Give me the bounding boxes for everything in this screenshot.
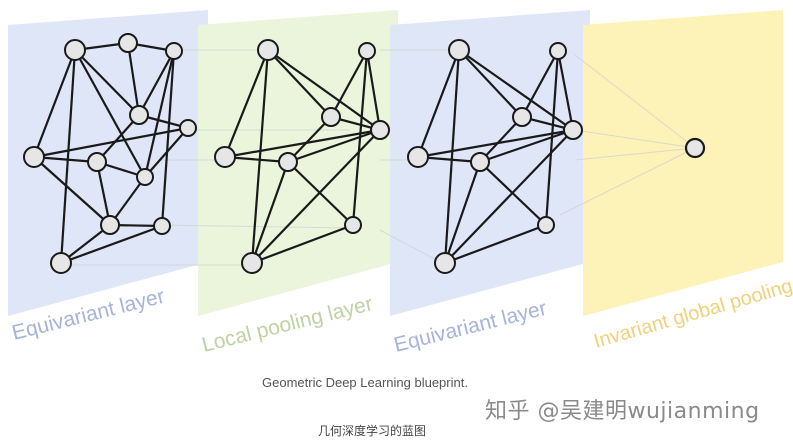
graph-layer-3-edges: [416, 49, 575, 265]
graph-layer-2-edges: [223, 49, 382, 265]
graph-layer-3-nodes: [407, 39, 583, 274]
graph-layer-1-nodes: [23, 33, 197, 274]
global-pooled-node: [684, 137, 706, 159]
figure-caption: Geometric Deep Learning blueprint.: [262, 375, 468, 390]
panel-equivariant-2: [390, 10, 590, 316]
watermark: 知乎 @吴建明wujianming: [485, 399, 760, 424]
graph-layer-2-nodes: [214, 39, 390, 274]
panel-equivariant-1: [8, 10, 208, 316]
figure-caption-cn: 几何深度学习的蓝图: [318, 424, 427, 438]
panel-invariant-global: [583, 10, 783, 316]
